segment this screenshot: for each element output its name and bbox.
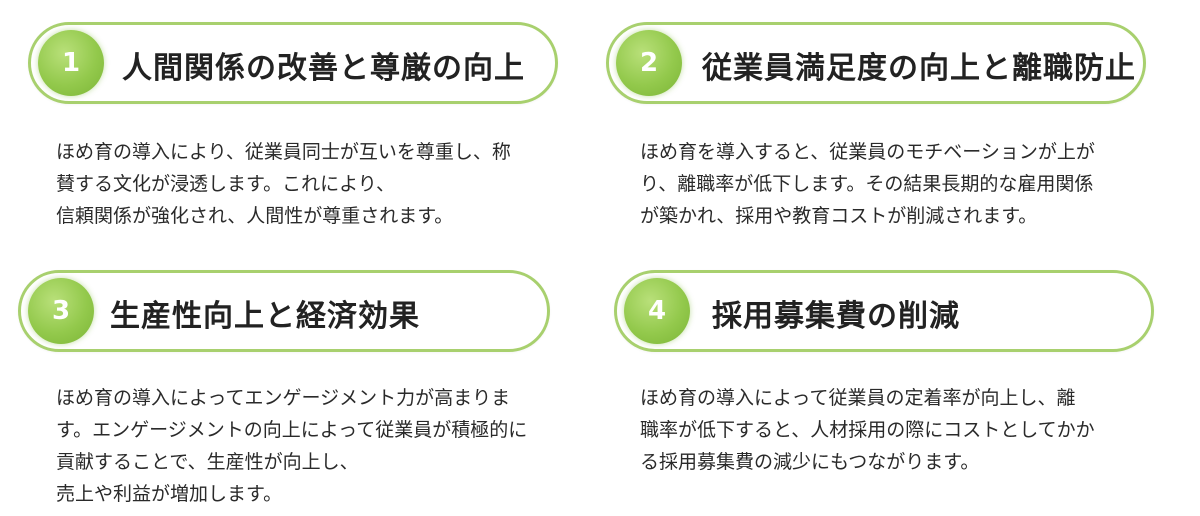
benefit-description: ほめ育の導入によってエンゲージメント力が高まりま す。エンゲージメントの向上によ… bbox=[56, 382, 527, 510]
number-badge: 4 bbox=[624, 278, 690, 344]
description-line: 賛する文化が浸透します。これにより、 bbox=[56, 173, 395, 195]
description-line: 信頼関係が強化され、人間性が尊重されます。 bbox=[56, 205, 454, 227]
description-line: が築かれ、採用や教育コストが削減されます。 bbox=[640, 205, 1038, 227]
description-line: 職率が低下すると、人材採用の際にコストとしてかか bbox=[640, 419, 1095, 441]
description-line: ほめ育の導入によってエンゲージメント力が高まりま bbox=[56, 387, 511, 409]
description-line: り、離職率が低下します。その結果長期的な雇用関係 bbox=[640, 173, 1094, 195]
benefit-description: ほめ育の導入によって従業員の定着率が向上し、離 職率が低下すると、人材採用の際に… bbox=[640, 382, 1095, 478]
number-badge: 1 bbox=[38, 30, 104, 96]
number-badge: 3 bbox=[28, 278, 94, 344]
description-line: ほめ育の導入により、従業員同士が互いを尊重し、称 bbox=[56, 141, 511, 163]
benefit-title-pill bbox=[614, 270, 1154, 352]
benefit-title: 生産性向上と経済効果 bbox=[110, 299, 420, 334]
description-line: す。エンゲージメントの向上によって従業員が積極的に bbox=[56, 419, 528, 441]
benefit-title: 採用募集費の削減 bbox=[712, 299, 960, 334]
number-badge: 2 bbox=[616, 30, 682, 96]
description-line: る採用募集費の減少にもつながります。 bbox=[640, 451, 980, 473]
benefit-title-pill bbox=[28, 22, 558, 104]
benefit-title: 従業員満足度の向上と離職防止 bbox=[702, 51, 1136, 86]
benefit-description: ほめ育を導入すると、従業員のモチベーションが上が り、離職率が低下します。その結… bbox=[640, 136, 1095, 232]
description-line: 貢献することで、生産性が向上し、 bbox=[56, 451, 359, 473]
benefit-title-pill bbox=[606, 22, 1146, 104]
description-line: ほめ育を導入すると、従業員のモチベーションが上が bbox=[640, 141, 1095, 163]
description-line: ほめ育の導入によって従業員の定着率が向上し、離 bbox=[640, 387, 1076, 409]
benefit-title-pill bbox=[18, 270, 550, 352]
benefit-description: ほめ育の導入により、従業員同士が互いを尊重し、称 賛する文化が浸透します。これに… bbox=[56, 136, 511, 232]
description-line: 売上や利益が増加します。 bbox=[56, 483, 283, 505]
benefit-title: 人間関係の改善と尊厳の向上 bbox=[122, 51, 525, 86]
